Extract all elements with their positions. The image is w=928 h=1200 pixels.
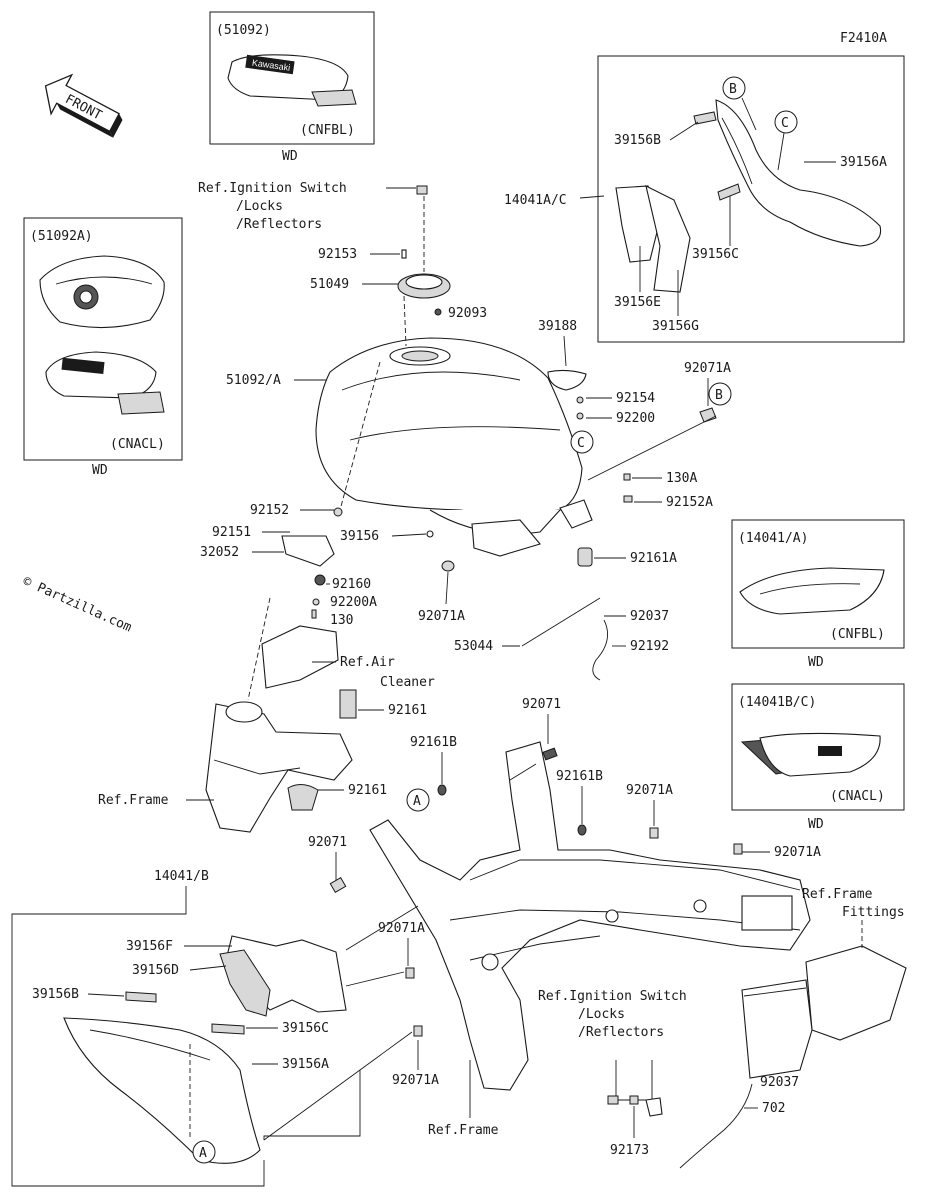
label-53044: 53044 [454,639,493,654]
label-92093: 92093 [448,306,487,321]
label-ref-ignition-2: Ref.Ignition Switch [538,989,687,1004]
label-39156b: 39156B [614,133,661,148]
callout-b: B [715,388,723,403]
label-92071a-mid: 92071A [418,609,465,624]
bracket-32052 [281,535,335,567]
label-92071-left: 92071 [308,835,347,850]
inset-tank-cnfbl: (51092) Kawasaki (CNFBL) WD [209,11,375,164]
fuel-cap [397,196,451,347]
label-130: 130 [330,613,353,628]
inset-variant: (CNFBL) [830,627,885,642]
label-92160: 92160 [332,577,371,592]
fuel-tank-main [315,337,587,557]
callout-b: B [729,82,737,97]
ignition-switch-ref [607,1060,663,1117]
inset-code: 14041A/C [504,193,567,208]
label-39156d: 39156D [132,963,179,978]
inset-cover-cnfbl: (14041/A) (CNFBL) WD [731,519,905,670]
inset-region: WD [808,817,824,832]
callout-a: A [413,794,421,809]
label-ref-frame: Ref.Frame [98,793,169,808]
label-39156c: 39156C [692,247,739,262]
label-92151: 92151 [212,525,251,540]
label-ref-frame-fittings-2: Fittings [842,905,905,920]
inset-side-cover-b: 14041/B A 39156F 39156D 39156B 39156C 39… [11,869,361,1187]
inset-code: (14041B/C) [738,695,816,710]
label-39156: 39156 [340,529,379,544]
label-92161b-left: 92161B [410,735,457,750]
label-92071a-right: 92071A [626,783,673,798]
air-cleaner-ref [261,625,339,689]
callout-c: C [781,116,789,131]
label-32052: 32052 [200,545,239,560]
inset-code: 14041/B [154,869,209,884]
inset-tank-cnacl: (51092A) (CNACL) WD [23,217,183,478]
label-92161a: 92161A [630,551,677,566]
label-ref-reflectors-2: /Reflectors [578,1025,664,1040]
diagram-code: F2410A [840,31,887,46]
label-ref-cleaner: Cleaner [380,675,435,690]
inset-variant: (CNACL) [830,789,885,804]
label-ref-ignition: Ref.Ignition Switch [198,181,347,196]
inset-region: WD [92,463,108,478]
label-92192: 92192 [630,639,669,654]
label-92152: 92152 [250,503,289,518]
label-92154: 92154 [616,391,655,406]
inset-cover-cnacl: (14041B/C) (CNACL) WD [731,683,905,832]
label-92037-bottom: 92037 [760,1075,799,1090]
label-ref-locks: /Locks [236,199,283,214]
label-92161b-right: 92161B [556,769,603,784]
label-51049: 51049 [310,277,349,292]
label-92071a-l1: 92071A [378,921,425,936]
label-92200a: 92200A [330,595,377,610]
label-ref-frame-fittings-1: Ref.Frame [802,887,873,902]
label-39156c: 39156C [282,1021,329,1036]
front-arrow: FRONT [44,73,123,138]
label-39156a: 39156A [840,155,887,170]
frame-fittings [679,920,907,1169]
frame-front-left [205,597,357,833]
label-702: 702 [762,1101,785,1116]
label-92153: 92153 [318,247,357,262]
label-92071a-l2: 92071A [392,1073,439,1088]
label-39156a: 39156A [282,1057,329,1072]
inset-code: (14041/A) [738,531,808,546]
label-92071a-far: 92071A [774,845,821,860]
label-130a: 130A [666,471,697,486]
frame-main [369,741,811,1091]
label-ref-reflectors: /Reflectors [236,217,322,232]
label-92152a: 92152A [666,495,713,510]
watermark: © Partzilla.com [20,574,134,636]
label-51092a: 51092/A [226,373,281,388]
callout-c: C [577,436,585,451]
callout-a: A [199,1146,207,1161]
inset-variant: (CNFBL) [300,123,355,138]
inset-code: (51092) [216,23,271,38]
label-39156e: 39156E [614,295,661,310]
label-39188: 39188 [538,319,577,334]
label-ref-frame-bottom: Ref.Frame [428,1123,499,1138]
label-ref-locks-2: /Locks [578,1007,625,1022]
label-92173: 92173 [610,1143,649,1158]
inset-code: (51092A) [30,229,93,244]
label-39156b: 39156B [32,987,79,1002]
label-92071-top: 92071 [522,697,561,712]
label-92161-mid: 92161 [348,783,387,798]
inset-region: WD [282,149,298,164]
label-92071a-top: 92071A [684,361,731,376]
inset-side-cover-ac: 14041A/C B C 39156B 39156A 39156C 39156E… [504,55,905,343]
inset-region: WD [808,655,824,670]
label-39156f: 39156F [126,939,173,954]
inset-variant: (CNACL) [110,437,165,452]
label-39156g: 39156G [652,319,699,334]
label-92161-top: 92161 [388,703,427,718]
label-ref-air: Ref.Air [340,655,395,670]
label-92200: 92200 [616,411,655,426]
label-92037-top: 92037 [630,609,669,624]
